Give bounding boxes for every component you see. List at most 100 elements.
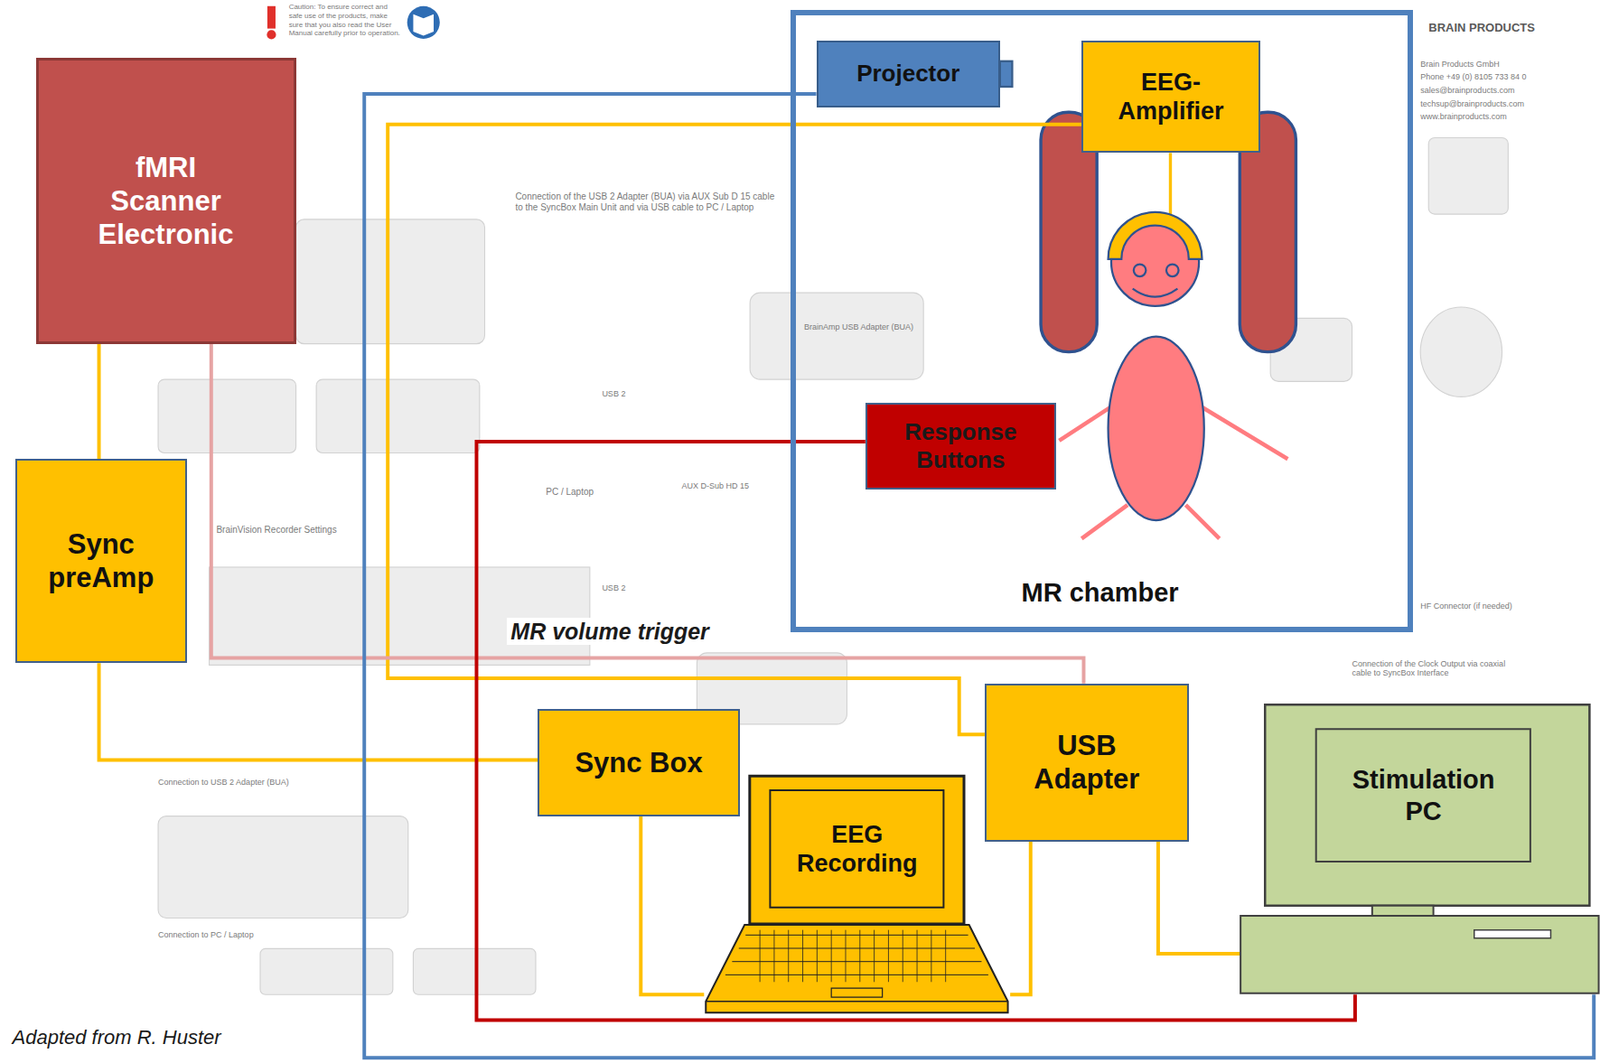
arm xyxy=(1058,406,1113,441)
keyboard-key xyxy=(774,930,776,983)
laptop-display xyxy=(770,790,945,908)
node-text: EEG Recording xyxy=(776,820,939,880)
scanner-electronics-box: fMRI Scanner Electronic xyxy=(36,57,297,344)
caution-note: Caution: To ensure correct and safe use … xyxy=(289,2,404,38)
port-label: AUX D-Sub HD 15 xyxy=(681,481,758,492)
keyboard-row xyxy=(746,935,969,936)
settings-window xyxy=(209,567,590,665)
illustration-layer xyxy=(158,6,1508,995)
connector-note: HF Connector (if needed) xyxy=(1420,601,1513,612)
adapter-side-photo xyxy=(316,379,480,453)
node-text: Projector xyxy=(826,59,990,88)
eye xyxy=(1166,264,1179,278)
connector-line xyxy=(1158,842,1240,955)
computer-case xyxy=(1240,916,1599,994)
body xyxy=(1108,336,1205,521)
cap-cable xyxy=(1169,152,1172,216)
keyboard-key xyxy=(888,930,889,983)
manual-icon xyxy=(412,14,434,37)
keyboard-row xyxy=(732,962,983,964)
monitor-frame xyxy=(1265,704,1591,906)
adapter-block xyxy=(749,292,924,380)
keyboard-key xyxy=(816,930,818,983)
keyboard-key xyxy=(759,930,761,983)
manual-figures xyxy=(158,137,1508,995)
node-text: Stimulation PC xyxy=(1338,764,1510,828)
phone-number: Phone +49 (0) 8105 733 84 0 xyxy=(1420,72,1526,83)
connector-line xyxy=(1010,842,1031,995)
drive-slot xyxy=(1474,930,1552,939)
connector-line xyxy=(387,124,1082,735)
node-text: Sync Box xyxy=(548,746,730,780)
eye xyxy=(1133,264,1147,278)
head-coil xyxy=(1239,112,1296,352)
node-text: EEG-Amplifier xyxy=(1094,67,1248,127)
connection-note: Connection of the Clock Output via coaxi… xyxy=(1352,659,1526,680)
keyboard-key xyxy=(945,930,947,983)
keyboard-key xyxy=(802,930,804,983)
response-box: Response Buttons xyxy=(865,402,1057,490)
leg xyxy=(1081,505,1128,539)
caution-mark xyxy=(266,29,276,39)
signal-label: MR volume trigger xyxy=(506,617,712,646)
monitor-screen xyxy=(1316,729,1531,863)
brand-logo-text: BRAIN PRODUCTS xyxy=(1428,20,1535,36)
keyboard-key xyxy=(845,930,847,983)
computer-label: PC / Laptop xyxy=(545,486,594,498)
connection-note: Connection to USB 2 Adapter (BUA) xyxy=(158,777,291,788)
sales-email: sales@brainproducts.com xyxy=(1420,85,1515,96)
keyboard-key xyxy=(902,930,904,983)
device-photo xyxy=(1428,137,1508,215)
connector-line xyxy=(364,93,1594,1058)
syncbox-block xyxy=(696,653,847,725)
manual-icon xyxy=(407,6,440,39)
connection-note: Connection to PC / Laptop xyxy=(158,930,291,941)
connector-line xyxy=(97,344,102,460)
participant-figure xyxy=(1040,112,1296,539)
laptop-node: EEG Recording xyxy=(703,775,1011,1015)
syncbox-box: Sync Box xyxy=(537,709,740,817)
projector-lens xyxy=(1000,61,1013,87)
laptop-outline xyxy=(703,775,1011,1015)
connection-note: Connection of the USB 2 Adapter (BUA) vi… xyxy=(514,191,783,214)
adapter-label: BrainAmp USB Adapter (BUA) xyxy=(804,322,919,333)
amplifier-box: EEG-Amplifier xyxy=(1081,40,1261,153)
syncbox-side-photo xyxy=(412,948,536,995)
laptop-base xyxy=(706,925,1009,1013)
node-text: fMRI Scanner Electronic xyxy=(86,150,245,253)
settings-title: BrainVision Recorder Settings xyxy=(215,524,351,536)
syncbox-side-photo xyxy=(260,948,393,995)
monitor-stand xyxy=(1372,906,1434,917)
laptop-screen xyxy=(749,776,964,926)
pc-outline xyxy=(1239,703,1600,995)
laptop-edge xyxy=(706,1001,1009,1003)
connector-line xyxy=(211,344,1085,684)
website: www.brainproducts.com xyxy=(1420,112,1507,122)
computer-node: Stimulation PC xyxy=(1239,703,1600,995)
keyboard-row xyxy=(739,948,975,950)
eeg-cap xyxy=(1108,212,1203,260)
adapter-photo xyxy=(296,219,486,345)
preamp-box: Sync preAmp xyxy=(15,458,188,664)
laptop-touchpad xyxy=(832,988,883,998)
usb-adapter-box: USB Adapter xyxy=(984,683,1189,843)
syncbox-photo xyxy=(158,816,409,919)
node-text: USB Adapter xyxy=(1005,729,1169,796)
arm xyxy=(1199,406,1288,460)
projector-box: Projector xyxy=(816,40,1001,107)
keyboard-row xyxy=(725,974,989,976)
caution-mark xyxy=(267,6,276,29)
keyboard-key xyxy=(860,930,861,983)
company-name: Brain Products GmbH xyxy=(1420,59,1500,70)
keyboard-key xyxy=(788,930,790,983)
node-text: Response Buttons xyxy=(879,418,1042,475)
node-text: MR chamber xyxy=(1021,577,1179,609)
support-email: techsup@brainproducts.com xyxy=(1420,99,1525,110)
port-label: USB 2 xyxy=(601,389,626,400)
keyboard-key xyxy=(916,930,918,983)
